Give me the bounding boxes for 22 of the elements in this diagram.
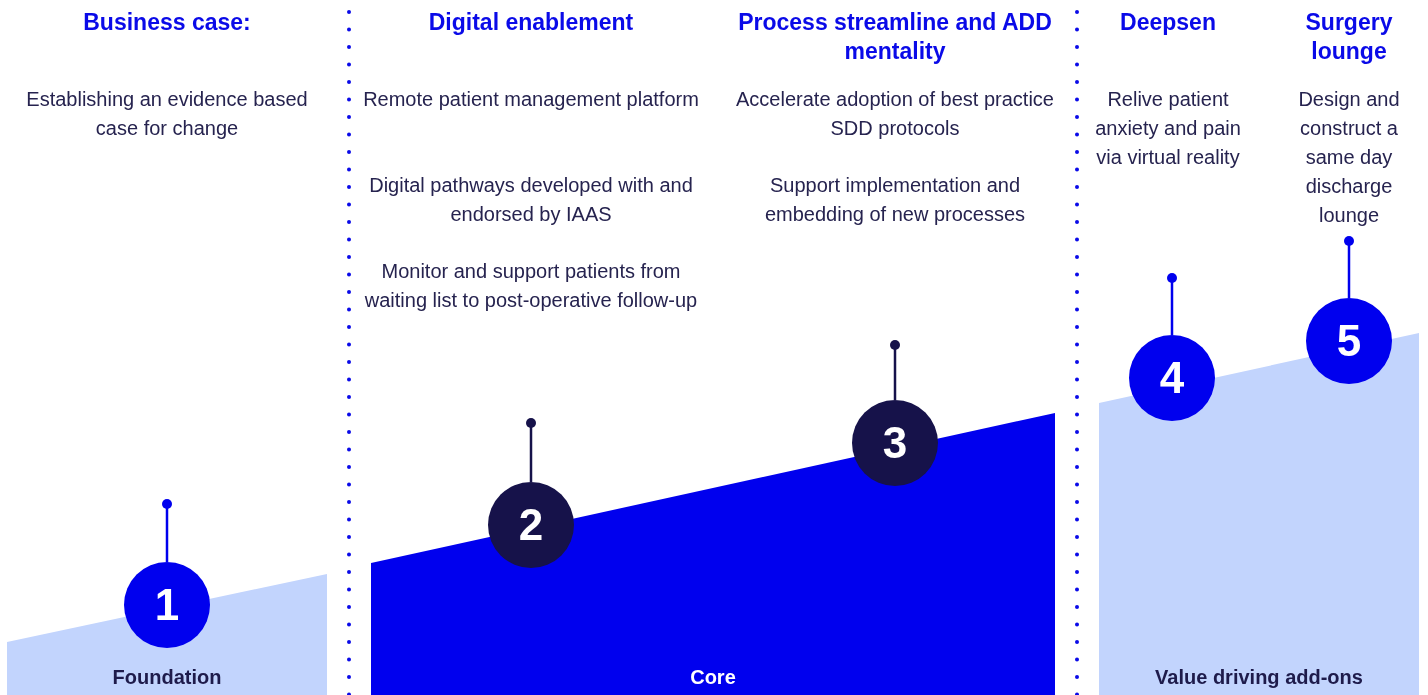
column-heading: Deepsen (1119, 8, 1217, 37)
band-label: Value driving add-ons (1154, 666, 1364, 689)
description-text: Remote patient management platform (362, 87, 700, 112)
description-text: Support implementation and embedding of new processes (763, 173, 1027, 227)
description-text: Design and construct a same day discharge lounge (1297, 87, 1401, 228)
description-text: Accelerate adoption of best practice SDD protocols (735, 87, 1055, 141)
column-heading: Business case: (82, 8, 252, 37)
step-number-circle: 5 (1306, 298, 1392, 384)
column-heading: Process streamline and ADD mentality (737, 8, 1053, 66)
step-number-circle: 1 (124, 562, 210, 648)
band-label: Core (689, 666, 737, 689)
description-text: Digital pathways developed with and endorsed by IAAS (368, 173, 694, 227)
step-number-circle: 2 (488, 482, 574, 568)
column-heading: Digital enablement (427, 8, 635, 37)
step-number-circle: 4 (1129, 335, 1215, 421)
stage-band (371, 413, 1055, 695)
description-text: Establishing an evidence based case for change (25, 87, 309, 141)
column-heading: Surgery lounge (1304, 8, 1394, 66)
description-text: Relive patient anxiety and pain via virtual reality (1094, 87, 1242, 170)
band-label: Foundation (111, 666, 223, 689)
step-number-circle: 3 (852, 400, 938, 486)
description-text: Monitor and support patients from waiting list to post-operative follow-up (363, 259, 699, 313)
